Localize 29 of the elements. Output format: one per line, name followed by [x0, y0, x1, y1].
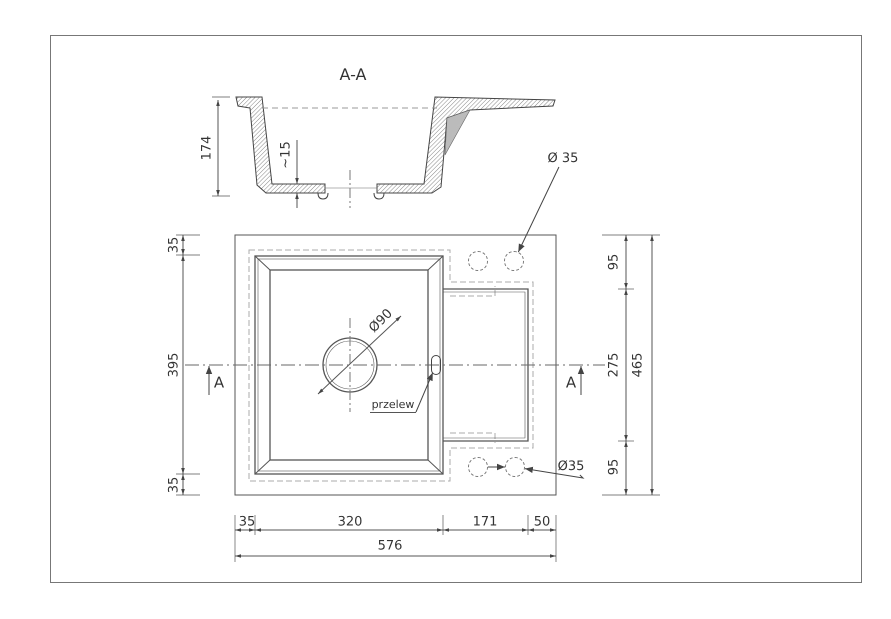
dimension-label: 35 [168, 476, 180, 494]
dimension-label: 174 [200, 136, 214, 160]
dimension-label: 95 [608, 254, 620, 270]
dimension-label: 275 [608, 352, 620, 378]
dimension-label: 50 [534, 516, 550, 528]
section-label: A [566, 376, 576, 390]
callout-label: Ø35 [556, 458, 586, 475]
dimension-label: 35 [168, 236, 180, 254]
callout-label: Ø 35 [546, 150, 580, 167]
dimension-label: 171 [472, 516, 498, 528]
leader-line [416, 372, 434, 412]
leader-line [518, 166, 560, 252]
leader-line [488, 464, 506, 470]
section-title: A-A [340, 64, 366, 86]
dashed-hole [468, 251, 488, 271]
dashed-hole [468, 457, 488, 477]
dimension-label: ~15 [280, 141, 292, 169]
overflow-hole [431, 355, 441, 375]
dimension-label: 395 [168, 352, 180, 378]
leader-line [524, 466, 584, 479]
callout-label: przelew [370, 397, 416, 413]
section-label: A [214, 376, 224, 390]
dimension-label: 576 [378, 540, 402, 552]
dimension-label: 465 [632, 352, 644, 378]
dashed-hole [504, 251, 524, 271]
dashed-hole [505, 457, 525, 477]
dimension-label: 95 [608, 458, 620, 476]
dimension-label: 320 [338, 516, 362, 528]
dimension-label: 35 [238, 516, 256, 528]
